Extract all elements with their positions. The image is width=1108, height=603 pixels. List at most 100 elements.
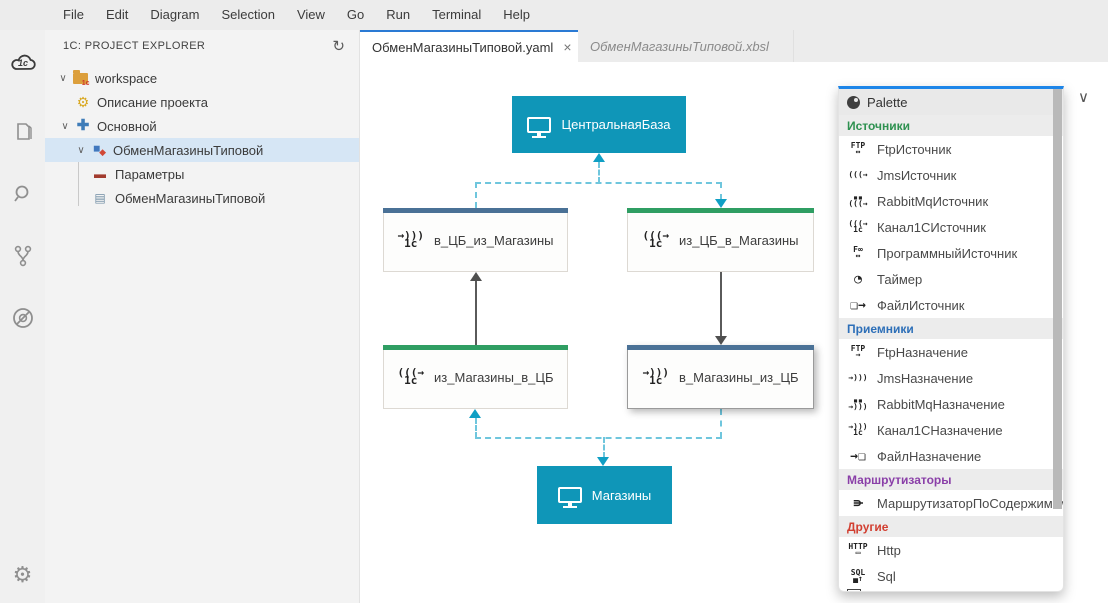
file-source-icon: ❏→: [850, 297, 866, 313]
palette-item-label: RabbitMqНазначение: [877, 396, 1005, 412]
timer-icon: ◔: [854, 271, 862, 287]
channel1c-destination-icon: →))) 1c: [642, 366, 670, 387]
tree-item-label: Описание проекта: [97, 94, 209, 110]
chevron-down-icon[interactable]: ∨: [77, 144, 85, 156]
settings-gear-icon[interactable]: ⚙: [12, 562, 33, 587]
palette-item-http[interactable]: HTTP ▭ Http: [839, 537, 1063, 563]
node-accent-bar: [627, 345, 814, 350]
menu-terminal[interactable]: Terminal: [432, 7, 482, 22]
palette-item-label: ФайлНазначение: [877, 448, 982, 464]
palette-item-sql[interactable]: SQL ▄↑ Sql: [839, 563, 1063, 589]
module-icon: ✚: [76, 117, 90, 134]
editor-area: ОбменМагазиныТиповой.yaml × ОбменМагазин…: [360, 30, 1108, 603]
palette-item-label: МаршрутизаторПоСодержимому: [877, 495, 1064, 511]
menu-help[interactable]: Help: [503, 7, 530, 22]
palette-item-label: Http: [877, 542, 901, 558]
palette-item-program-source[interactable]: F∞ ↔ ПрограммныйИсточник: [839, 240, 1063, 266]
arrowhead-up-icon: [469, 409, 481, 418]
monitor-icon: [527, 116, 552, 138]
palette-item-ftp-source[interactable]: FTP ↔ FtpИсточник: [839, 136, 1063, 162]
project-tree: ∨ 1c workspace ⚙ Описание проекта ∨ ✚ Ос…: [45, 62, 359, 210]
tree-item-label: Параметры: [115, 166, 185, 182]
palette-item-rabbitmq-destination[interactable]: ▪▪ →))) RabbitMqНазначение: [839, 391, 1063, 417]
palette-item-ftp-destination[interactable]: FTP → FtpНазначение: [839, 339, 1063, 365]
chevron-down-icon[interactable]: ∨: [59, 72, 67, 84]
node-accent-bar: [383, 208, 568, 213]
arrowhead-up-icon: [593, 153, 605, 162]
palette-icon: [847, 95, 860, 109]
palette-scrollbar-thumb[interactable]: [1053, 89, 1062, 509]
node-to-cb-from-shops[interactable]: →))) 1c в_ЦБ_из_Магазины: [383, 208, 568, 272]
edge-dashed: [720, 182, 722, 200]
tree-item-process[interactable]: ∨ ◼◆ ОбменМагазиныТиповой: [45, 138, 359, 162]
menu-view[interactable]: View: [296, 7, 325, 22]
sidebar-title: 1C: PROJECT EXPLORER: [63, 40, 206, 52]
debug-disabled-icon[interactable]: [0, 294, 45, 342]
node-label: ЦентральнаяБаза: [561, 117, 671, 132]
document-icon: ▤: [94, 191, 106, 205]
close-icon[interactable]: ×: [563, 39, 572, 55]
channel1c-source-icon: (((→ 1c: [642, 229, 670, 250]
node-from-shops-to-cb[interactable]: (((→ 1c из_Магазины_в_ЦБ: [383, 345, 568, 409]
edge-dashed: [720, 409, 722, 438]
tree-item-project-description[interactable]: ⚙ Описание проекта: [45, 90, 359, 114]
project-gear-icon: ⚙: [76, 93, 90, 110]
node-label: в_ЦБ_из_Магазины: [434, 232, 554, 248]
menu-file[interactable]: File: [63, 7, 84, 22]
palette-item-label: Sql: [877, 568, 896, 584]
chevron-down-icon[interactable]: ∨: [1078, 89, 1089, 106]
palette-item-jms-destination[interactable]: →))) JmsНазначение: [839, 365, 1063, 391]
explorer-files-icon[interactable]: [0, 108, 45, 156]
channel1c-source-icon: (((→ 1c: [848, 219, 868, 234]
palette-item-label: RabbitMqИсточник: [877, 193, 989, 209]
refresh-icon[interactable]: ↻: [332, 38, 345, 55]
edge-solid: [475, 280, 477, 345]
monitor-icon: [557, 487, 582, 508]
palette-item-file-destination[interactable]: →❏ ФайлНазначение: [839, 443, 1063, 469]
tree-item-workspace[interactable]: ∨ 1c workspace: [45, 66, 359, 90]
tree-item-parameters[interactable]: ▬ Параметры: [45, 162, 359, 186]
program-source-icon: F∞ ↔: [853, 245, 863, 260]
tree-item-label: ОбменМагазиныТиповой: [113, 142, 264, 158]
palette-item-rabbitmq-source[interactable]: ▪▪ (((→ RabbitMqИсточник: [839, 188, 1063, 214]
source-control-icon[interactable]: [0, 232, 45, 280]
menu-go[interactable]: Go: [346, 7, 365, 22]
menu-diagram[interactable]: Diagram: [150, 7, 200, 22]
search-icon[interactable]: [0, 170, 45, 218]
node-from-cb-to-shops[interactable]: (((→ 1c из_ЦБ_в_Магазины: [627, 208, 814, 272]
node-shops[interactable]: Магазины: [537, 466, 672, 524]
menu-run[interactable]: Run: [386, 7, 411, 22]
palette-item-label: JmsИсточник: [877, 167, 957, 183]
palette-item-timer[interactable]: ◔ Таймер: [839, 266, 1063, 292]
palette-section-destinations[interactable]: Приемники: [839, 318, 1063, 339]
menu-edit[interactable]: Edit: [105, 7, 129, 22]
node-label: из_ЦБ_в_Магазины: [679, 232, 799, 248]
palette-item-content-router[interactable]: ⋔ МаршрутизаторПоСодержимому: [839, 490, 1063, 516]
tab-xbsl[interactable]: ОбменМагазиныТиповой.xbsl: [578, 30, 794, 62]
palette-item-channel1c-destination[interactable]: →))) 1c Канал1СНазначение: [839, 417, 1063, 443]
palette-item-label: JmsНазначение: [877, 370, 974, 386]
palette-title: Palette: [867, 94, 908, 110]
node-central-base[interactable]: ЦентральнаяБаза: [512, 96, 686, 153]
channel1c-source-icon: (((→ 1c: [397, 366, 425, 387]
activity-bar: 1c: [0, 30, 45, 603]
tree-item-label: Основной: [97, 118, 157, 134]
palette-section-sources[interactable]: Источники: [839, 115, 1063, 136]
1c-designer-icon[interactable]: 1c: [0, 38, 45, 86]
node-to-shops-from-cb[interactable]: →))) 1c в_Магазины_из_ЦБ: [627, 345, 814, 409]
chevron-down-icon[interactable]: ∨: [61, 120, 69, 132]
palette-item-truncated[interactable]: [839, 589, 1063, 591]
palette-item-channel1c-source[interactable]: (((→ 1c Канал1СИсточник: [839, 214, 1063, 240]
tree-item-process-doc[interactable]: ▤ ОбменМагазиныТиповой: [45, 186, 359, 210]
menu-selection[interactable]: Selection: [221, 7, 275, 22]
sidebar-header: 1C: PROJECT EXPLORER ↻: [45, 30, 359, 62]
tree-item-main[interactable]: ∨ ✚ Основной: [45, 114, 359, 138]
palette-item-file-source[interactable]: ❏→ ФайлИсточник: [839, 292, 1063, 318]
diagram-canvas[interactable]: ЦентральнаяБаза →))) 1c в_ЦБ_из_Магазины…: [360, 62, 1108, 603]
tab-yaml[interactable]: ОбменМагазиныТиповой.yaml ×: [360, 30, 578, 62]
palette-header[interactable]: Palette: [839, 89, 1063, 115]
palette-item-jms-source[interactable]: (((→ JmsИсточник: [839, 162, 1063, 188]
palette-section-routers[interactable]: Маршрутизаторы: [839, 469, 1063, 490]
palette-section-others[interactable]: Другие: [839, 516, 1063, 537]
